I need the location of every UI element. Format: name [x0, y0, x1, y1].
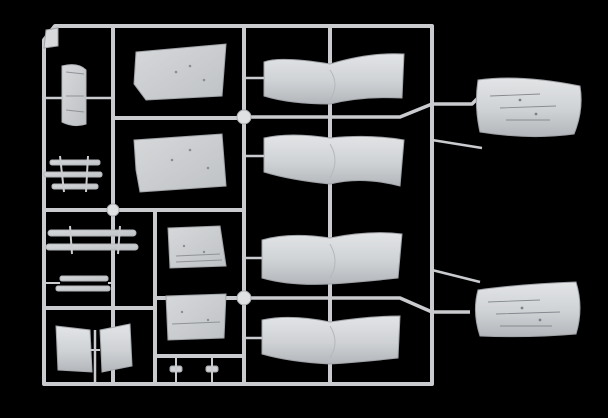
nacelle-half-3 [261, 232, 403, 285]
panel-upper-2 [133, 133, 227, 193]
hub-lower [236, 290, 252, 306]
part-strut-1 [49, 159, 101, 166]
panel-lower-1 [167, 225, 227, 269]
corner-tab [43, 27, 59, 49]
cowling-parts [474, 77, 582, 338]
runner-lower-link [431, 268, 481, 284]
runner-arm-upper [244, 94, 482, 119]
nacelle-half-4 [261, 315, 401, 365]
small-pins [169, 356, 219, 382]
nacelle-halves [244, 53, 405, 365]
bottom-left-panels [55, 323, 133, 384]
hub-left [106, 203, 120, 217]
runner-arm-lower [244, 296, 470, 314]
part-strut-3 [51, 183, 99, 190]
part-rod-1 [47, 229, 137, 237]
part-rod-3 [59, 275, 109, 282]
cowling-lower [474, 281, 581, 338]
panel-lower-2 [165, 293, 227, 341]
part-rod-2 [45, 243, 139, 251]
panel-upper-1 [133, 43, 227, 101]
nacelle-half-2 [263, 134, 405, 187]
runner-upper-link [431, 138, 483, 150]
left-small-parts [43, 64, 139, 292]
part-strut-2 [43, 171, 103, 178]
hub-upper [236, 109, 252, 125]
sprue-hubs [106, 109, 252, 306]
panel-left [55, 325, 93, 373]
panel-right [99, 323, 133, 373]
part-rod-4 [55, 285, 111, 292]
flat-panels [133, 43, 227, 341]
